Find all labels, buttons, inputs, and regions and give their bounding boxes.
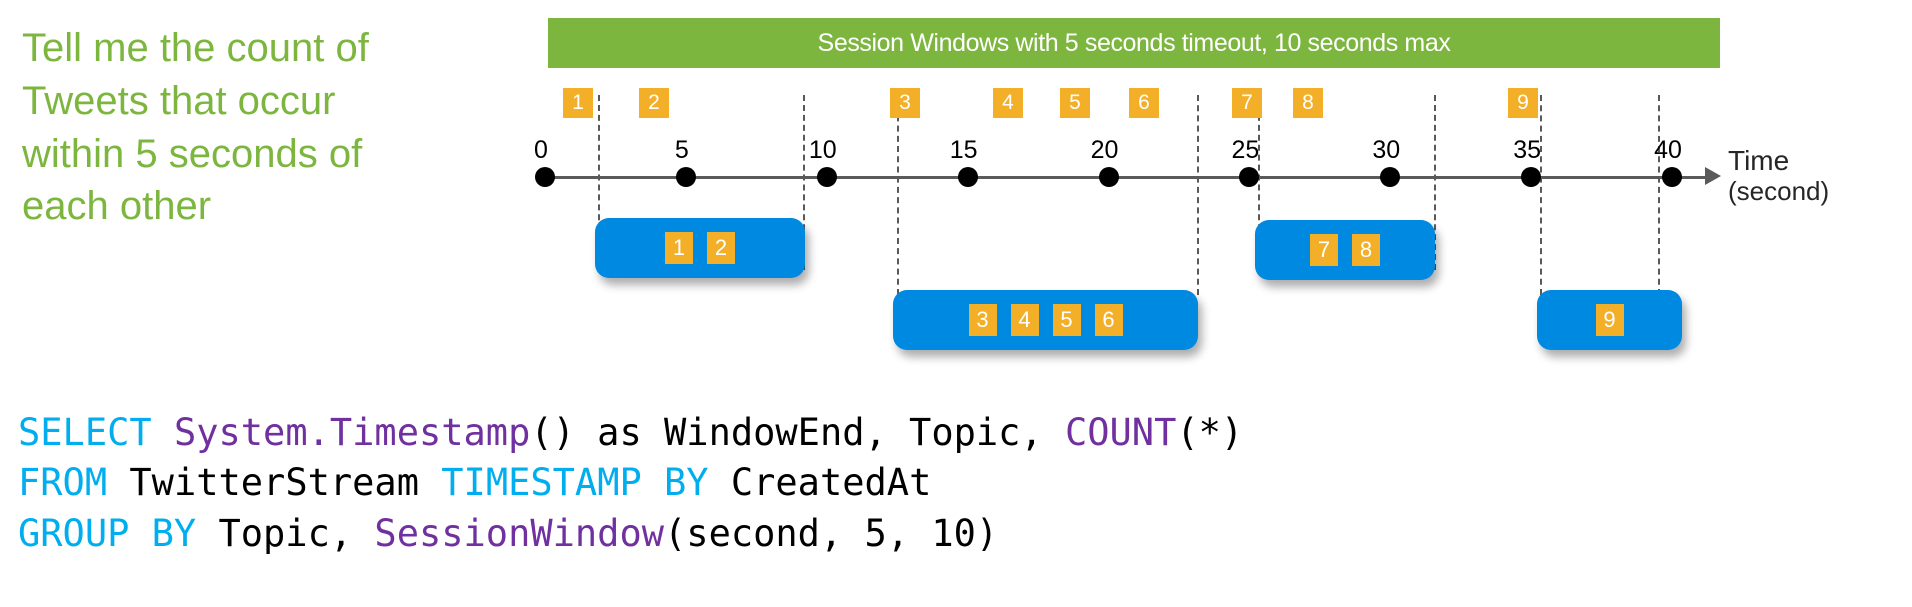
- event-marker-6[interactable]: 6: [1129, 88, 1159, 118]
- window-boundary-line-4: [1197, 95, 1199, 295]
- event-marker-8[interactable]: 8: [1293, 88, 1323, 118]
- sql-token-1-4: COUNT: [1064, 411, 1177, 454]
- event-marker-9[interactable]: 9: [1508, 88, 1538, 118]
- sql-token-2-4: CreatedAt: [730, 461, 932, 505]
- axis-tick-dot-30: [1380, 167, 1401, 187]
- axis-label-time: Time: [1728, 145, 1790, 176]
- question-text: Tell me the count of Tweets that occur w…: [22, 26, 369, 229]
- event-marker-4[interactable]: 4: [993, 88, 1023, 118]
- axis-tick-dot-25: [1239, 167, 1260, 187]
- window-boundary-line-5: [1258, 95, 1260, 270]
- sql-token-1-1: SELECT: [18, 411, 174, 454]
- window-boundary-line-6: [1434, 95, 1436, 270]
- sql-token-2-1: FROM: [18, 461, 130, 505]
- event-marker-3[interactable]: 3: [890, 88, 920, 118]
- sql-token-3-4: (second, 5, 10): [664, 511, 999, 555]
- time-axis-arrowhead: [1705, 167, 1721, 185]
- window-boundary-line-1: [598, 95, 600, 270]
- event-marker-1[interactable]: 1: [563, 88, 593, 118]
- sql-line-3: GROUP BY Topic, SessionWindow(second, 5,…: [18, 509, 1243, 559]
- sql-token-1-5: (*): [1176, 411, 1244, 454]
- window-boundary-line-3: [897, 95, 899, 295]
- sql-token-3-2: Topic,: [218, 511, 375, 555]
- window-event-marker-8: 8: [1352, 234, 1380, 266]
- sql-token-1-2: System.Timestamp: [173, 411, 531, 454]
- window-event-marker-7: 7: [1310, 234, 1338, 266]
- axis-tick-dot-40: [1662, 167, 1682, 187]
- axis-tick-label-30: 30: [1372, 136, 1401, 164]
- axis-label-unit: (second): [1728, 175, 1830, 206]
- window-event-marker-3: 3: [968, 304, 997, 336]
- session-window-banner: Session Windows with 5 seconds timeout, …: [548, 18, 1720, 68]
- sql-token-2-3: TIMESTAMP BY: [441, 461, 731, 505]
- axis-tick-dot-35: [1521, 167, 1542, 187]
- axis-tick-label-20: 20: [1090, 136, 1119, 164]
- window-boundary-line-8: [1658, 95, 1660, 295]
- event-marker-7[interactable]: 7: [1232, 88, 1262, 118]
- window-event-marker-9: 9: [1595, 304, 1624, 336]
- window-event-marker-6: 6: [1094, 304, 1123, 336]
- axis-tick-label-40: 40: [1654, 136, 1682, 164]
- sql-line-2: FROM TwitterStream TIMESTAMP BY CreatedA…: [18, 458, 1243, 508]
- sql-token-2-2: TwitterStream: [129, 461, 442, 505]
- window-boundary-line-2: [803, 95, 805, 270]
- event-marker-2[interactable]: 2: [639, 88, 669, 118]
- axis-tick-label-15: 15: [949, 136, 978, 164]
- banner-label: Session Windows with 5 seconds timeout, …: [817, 28, 1451, 57]
- sql-token-1-3: () as WindowEnd, Topic,: [530, 411, 1065, 454]
- sql-query: SELECT System.Timestamp() as WindowEnd, …: [18, 408, 1243, 559]
- session-window-4[interactable]: 9: [1537, 290, 1682, 350]
- axis-tick-label-5: 5: [674, 136, 689, 164]
- axis-tick-dot-20: [1098, 167, 1119, 187]
- time-axis-line: [545, 176, 1710, 179]
- axis-tick-label-25: 25: [1231, 136, 1260, 164]
- sql-token-3-1: GROUP BY: [18, 511, 219, 555]
- axis-tick-label-35: 35: [1513, 136, 1542, 164]
- axis-tick-label-10: 10: [808, 136, 837, 164]
- window-event-marker-2: 2: [707, 232, 735, 264]
- event-marker-5[interactable]: 5: [1060, 88, 1090, 118]
- window-event-marker-1: 1: [665, 232, 693, 264]
- sql-line-1: SELECT System.Timestamp() as WindowEnd, …: [18, 408, 1243, 458]
- axis-tick-dot-15: [957, 167, 978, 187]
- window-event-marker-5: 5: [1052, 304, 1081, 336]
- time-axis-title: Time (second): [1728, 145, 1830, 206]
- axis-tick-dot-10: [816, 167, 837, 187]
- window-event-marker-4: 4: [1010, 304, 1039, 336]
- window-boundary-line-7: [1540, 95, 1542, 295]
- sql-token-3-3: SessionWindow: [374, 511, 665, 555]
- axis-tick-label-0: 0: [534, 136, 548, 164]
- axis-tick-dot-5: [675, 167, 696, 187]
- axis-tick-dot-0: [535, 167, 555, 187]
